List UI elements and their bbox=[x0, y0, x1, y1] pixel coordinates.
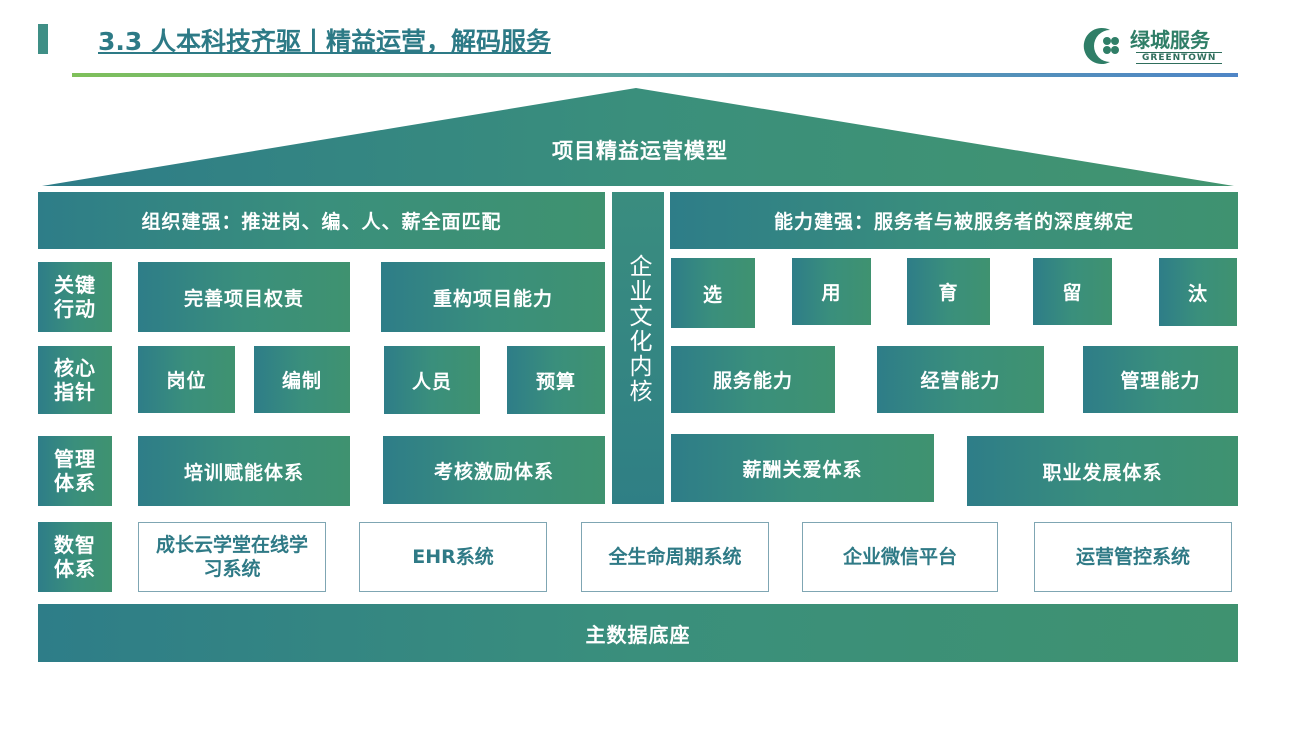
roof-triangle bbox=[42, 88, 1234, 186]
action-retain: 留 bbox=[1033, 258, 1112, 325]
action-develop: 育 bbox=[907, 258, 990, 325]
page-title: 3.3 人本科技齐驱丨精益运营，解码服务 bbox=[98, 27, 551, 56]
digital-lifecycle: 全生命周期系统 bbox=[581, 522, 769, 592]
right-banner: 能力建强：服务者与被服务者的深度绑定 bbox=[670, 192, 1238, 249]
greentown-logo-icon bbox=[1083, 28, 1119, 64]
action-use: 用 bbox=[792, 258, 871, 325]
roof-label: 项目精益运营模型 bbox=[552, 139, 728, 163]
digital-ops-control: 运营管控系统 bbox=[1034, 522, 1232, 592]
digital-learning: 成长云学堂在线学习系统 bbox=[138, 522, 326, 592]
side-label-indicators: 核心指针 bbox=[38, 346, 112, 414]
side-label-management: 管理体系 bbox=[38, 436, 112, 506]
system-compensation: 薪酬关爱体系 bbox=[671, 434, 934, 502]
indicator-service-capability: 服务能力 bbox=[671, 346, 835, 413]
title-accent-bar bbox=[38, 24, 48, 54]
center-pillar-label: 企业文化内核 bbox=[625, 254, 651, 404]
indicator-personnel: 人员 bbox=[384, 346, 480, 414]
action-eliminate: 汰 bbox=[1159, 258, 1237, 326]
system-assessment: 考核激励体系 bbox=[383, 436, 605, 504]
system-training: 培训赋能体系 bbox=[138, 436, 350, 506]
foundation-bar: 主数据底座 bbox=[38, 604, 1238, 662]
side-label-actions: 关键行动 bbox=[38, 262, 112, 332]
action-box-2: 重构项目能力 bbox=[381, 262, 605, 332]
digital-ehr: EHR系统 bbox=[359, 522, 547, 592]
indicator-headcount: 编制 bbox=[254, 346, 350, 413]
center-pillar: 企业文化内核 bbox=[612, 192, 664, 504]
system-career: 职业发展体系 bbox=[967, 436, 1238, 506]
indicator-management-capability: 管理能力 bbox=[1083, 346, 1238, 413]
indicator-position: 岗位 bbox=[138, 346, 235, 413]
logo-subtext: GREENTOWN bbox=[1136, 52, 1223, 64]
indicator-budget: 预算 bbox=[507, 346, 605, 414]
side-label-digital: 数智体系 bbox=[38, 522, 112, 592]
action-box-1: 完善项目权责 bbox=[138, 262, 350, 332]
digital-wechat: 企业微信平台 bbox=[802, 522, 998, 592]
action-select: 选 bbox=[671, 258, 755, 328]
logo-text: 绿城服务 bbox=[1130, 28, 1210, 52]
left-banner: 组织建强：推进岗、编、人、薪全面匹配 bbox=[38, 192, 605, 249]
indicator-operating-capability: 经营能力 bbox=[877, 346, 1044, 413]
title-divider bbox=[72, 73, 1238, 77]
